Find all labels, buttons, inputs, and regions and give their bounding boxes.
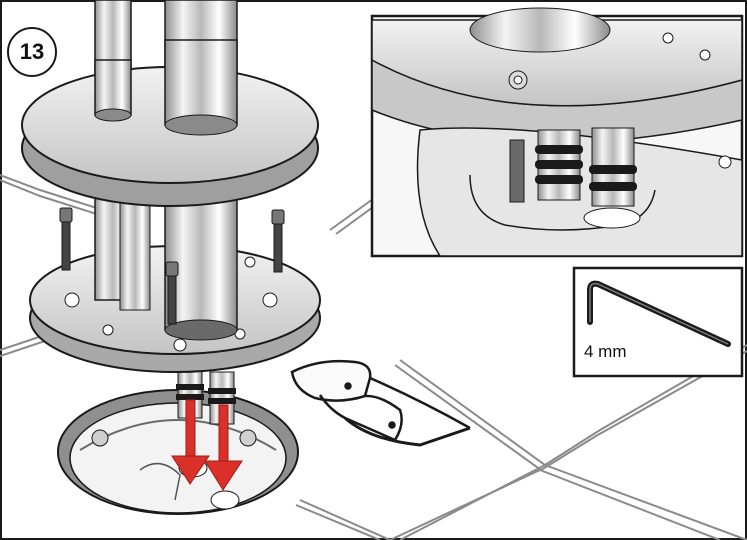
socket-head-bolts	[59, 207, 285, 325]
tool-inset	[572, 266, 744, 378]
detail-inset	[370, 7, 744, 258]
tool-size-label: 4 mm	[584, 342, 627, 361]
upper-flange-plate	[21, 39, 319, 207]
step-number: 13	[19, 39, 45, 64]
step-number-badge: 13	[7, 27, 57, 77]
safety-glasses-icon	[290, 359, 471, 447]
down-arrow-icon	[171, 399, 243, 491]
